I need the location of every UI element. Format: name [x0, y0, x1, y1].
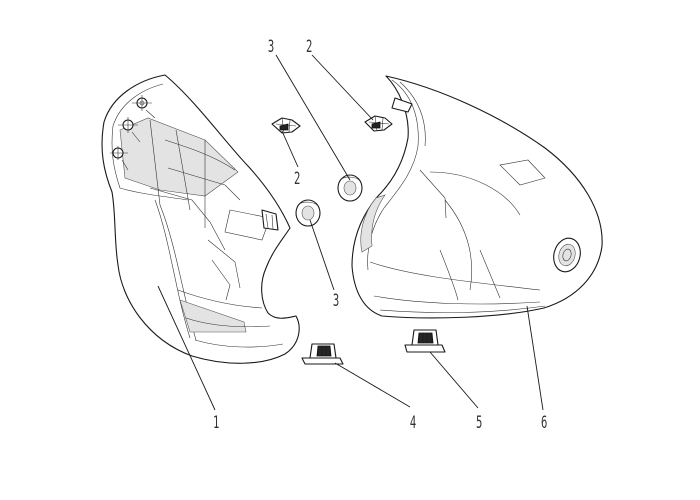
part-6-outer-cover [351, 75, 603, 319]
callout-3-lower: 3 [333, 292, 339, 311]
part-3-grommet-upper [337, 174, 363, 202]
part-1-inner-housing [101, 74, 300, 364]
part-6-grommet-seat [553, 237, 581, 273]
part-3-grommet-lower [295, 199, 321, 227]
callout-6: 6 [541, 414, 547, 433]
part-1-mounting-posts [110, 95, 156, 171]
part-2-clip-left [271, 117, 301, 134]
callout-labels: 1 2 2 3 3 4 5 6 [213, 38, 547, 433]
leader-lines [157, 54, 544, 411]
callout-2-top: 2 [306, 38, 312, 57]
callout-2-left: 2 [294, 170, 300, 189]
callout-4: 4 [410, 414, 416, 433]
part-5-fastener [404, 329, 446, 353]
part-2-clip-right [364, 115, 393, 132]
callout-3-top: 3 [268, 38, 274, 57]
callout-1: 1 [213, 414, 219, 433]
part-4-fastener [301, 343, 344, 365]
callout-5: 5 [476, 414, 482, 433]
